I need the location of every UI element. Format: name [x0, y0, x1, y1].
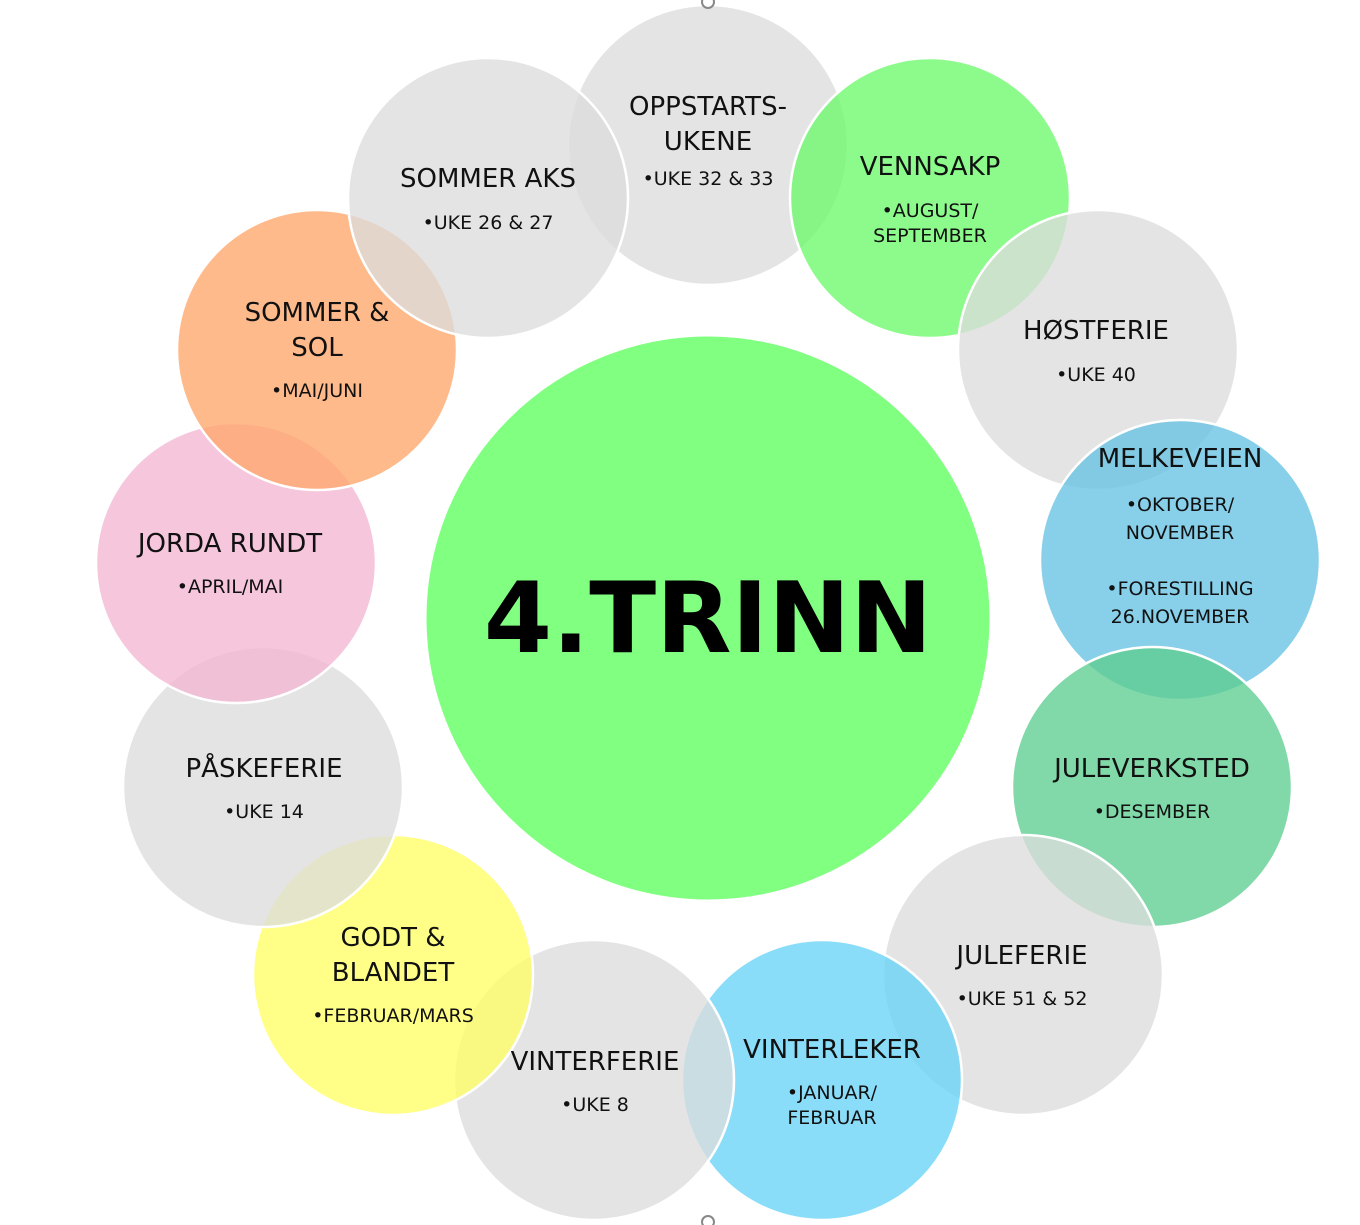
event-detail: •UKE 40 — [1056, 364, 1136, 386]
event-detail: NOVEMBER — [1126, 522, 1234, 544]
event-detail: •AUGUST/ — [882, 200, 979, 222]
event-title: SOMMER AKS — [400, 164, 576, 194]
event-title: JULEFERIE — [954, 941, 1087, 971]
event-detail: •DESEMBER — [1094, 801, 1211, 823]
event-title: GODT & — [340, 923, 445, 953]
event-detail: •UKE 26 & 27 — [423, 212, 554, 234]
event-detail: •APRIL/MAI — [177, 576, 283, 598]
event-title: JORDA RUNDT — [136, 529, 322, 559]
center-circle-group: 4.TRINN — [423, 333, 993, 903]
event-title: VENNSAKP — [860, 152, 1001, 182]
selection-handle-icon[interactable] — [701, 0, 715, 9]
event-circle — [346, 56, 630, 340]
event-title: UKENE — [664, 127, 752, 157]
event-title: SOMMER & — [245, 298, 390, 328]
event-detail: FEBRUAR — [787, 1107, 876, 1129]
event-title: VINTERLEKER — [743, 1035, 921, 1065]
event-title: SOL — [291, 333, 343, 363]
event-title: PÅSKEFERIE — [186, 752, 343, 784]
event-detail: •UKE 14 — [224, 801, 304, 823]
event-ring — [94, 3, 1322, 1222]
event-detail: •FORESTILLING — [1106, 578, 1253, 600]
event-detail: SEPTEMBER — [873, 225, 987, 247]
event-detail: •UKE 8 — [561, 1094, 629, 1116]
center-circle — [423, 333, 993, 903]
event-title: HØSTFERIE — [1023, 316, 1169, 346]
event-detail: 26.NOVEMBER — [1111, 606, 1250, 628]
event-title: JULEVERKSTED — [1052, 754, 1250, 784]
event-detail: •JANUAR/ — [787, 1082, 878, 1104]
center-label: 4.TRINN — [484, 562, 932, 676]
event-circle-group — [346, 56, 630, 340]
event-detail: •UKE 51 & 52 — [957, 988, 1088, 1010]
event-detail: •UKE 32 & 33 — [643, 168, 774, 190]
event-title: VINTERFERIE — [511, 1047, 680, 1077]
selection-handle-icon[interactable] — [701, 1215, 715, 1225]
event-detail: •FEBRUAR/MARS — [312, 1005, 474, 1027]
event-detail: •OKTOBER/ — [1126, 494, 1235, 516]
event-labels: OPPSTARTS- UKENE •UKE 32 & 33 VENNSAKP •AUGU… — [136, 92, 1262, 1129]
event-detail: •MAI/JUNI — [271, 380, 363, 402]
event-title: MELKEVEIEN — [1098, 444, 1263, 474]
event-title: BLANDET — [332, 958, 455, 988]
event-title: OPPSTARTS- — [629, 92, 787, 122]
